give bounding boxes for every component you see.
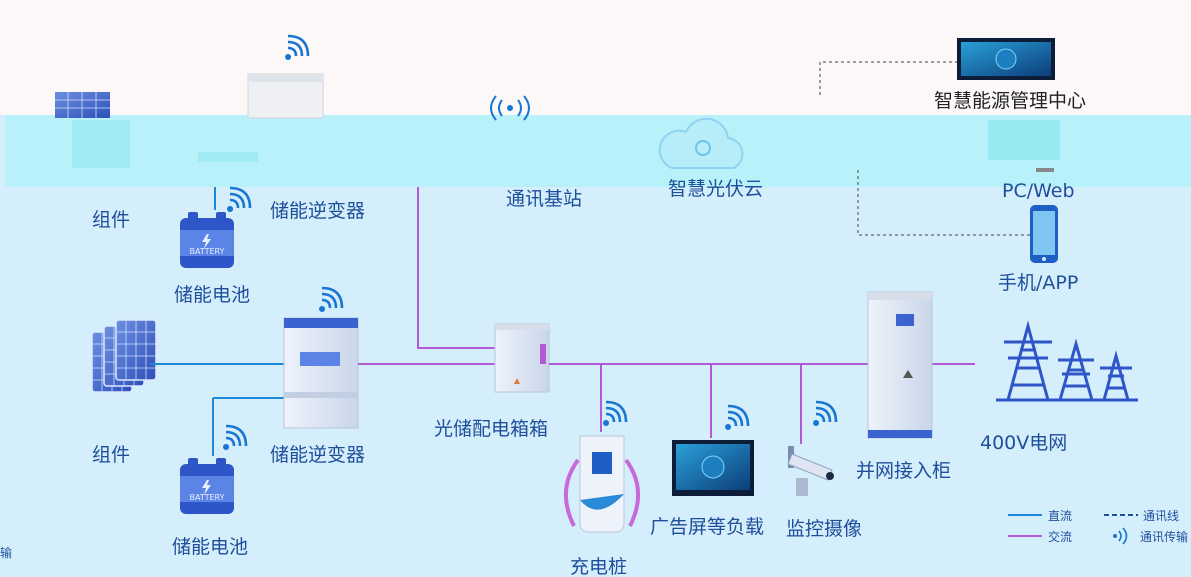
label-left-edge: 输 (0, 546, 13, 560)
band-artifact (988, 120, 1060, 160)
battery-top-icon (180, 212, 234, 268)
label-distribution-box: 光储配电箱箱 (434, 418, 549, 440)
label-module-bottom: 组件 (92, 444, 131, 466)
label-inverter-top: 储能逆变器 (270, 200, 366, 222)
legend-wireless-icon (1113, 527, 1128, 545)
wifi-icon (283, 34, 310, 62)
inverter-bottom-icon (283, 317, 359, 429)
label-charging-pile: 充电桩 (570, 556, 628, 577)
wifi-icon (601, 400, 628, 428)
top-inverter-icon (247, 73, 324, 119)
label-battery-top: 储能电池 (174, 284, 251, 306)
ac-line-to-box (417, 187, 495, 349)
label-grid-cabinet: 并网接入柜 (856, 460, 952, 482)
charging-pile-icon (563, 435, 641, 533)
label-inverter-bottom: 储能逆变器 (270, 444, 366, 466)
distribution-box-icon (494, 323, 550, 393)
wifi-icon (225, 186, 252, 214)
cloud-icon (658, 117, 744, 169)
pc-stand (1036, 168, 1054, 172)
label-energy-center: 智慧能源管理中心 (934, 90, 1087, 112)
label-pc-web: PC/Web (1002, 180, 1075, 202)
battery-bottom-icon (180, 458, 234, 514)
wifi-icon (723, 404, 750, 432)
ad-screen-icon (672, 440, 754, 496)
label-battery-bottom: 储能电池 (172, 536, 249, 558)
band-artifact (72, 120, 130, 168)
legend-comm-wireless-label: 通讯传输 (1140, 530, 1189, 544)
legend-dc-label: 直流 (1048, 509, 1073, 523)
comm-line-center (819, 61, 957, 95)
label-base-station: 通讯基站 (506, 188, 583, 210)
label-module-top: 组件 (92, 209, 131, 231)
label-cloud: 智慧光伏云 (668, 178, 764, 200)
grid-cabinet-icon (867, 291, 933, 439)
label-grid: 400V电网 (980, 432, 1068, 454)
label-ad-screen: 广告屏等负载 (650, 516, 765, 538)
energy-center-screen (957, 38, 1055, 80)
band-artifact (198, 152, 258, 162)
mobile-phone-icon (1030, 205, 1058, 263)
camera-icon (787, 446, 834, 496)
wifi-icon (811, 400, 838, 428)
base-station-icon (490, 95, 530, 121)
wifi-icon (221, 424, 248, 452)
legend-ac-label: 交流 (1048, 530, 1073, 544)
label-mobile-app: 手机/APP (998, 272, 1079, 294)
label-camera: 监控摄像 (786, 518, 863, 540)
transmission-tower-icon (996, 320, 1138, 402)
legend-comm-line-label: 通讯线 (1143, 509, 1180, 523)
top-solar-panels (55, 92, 110, 118)
solar-panel-icon (115, 319, 157, 381)
wifi-icon (317, 286, 344, 314)
